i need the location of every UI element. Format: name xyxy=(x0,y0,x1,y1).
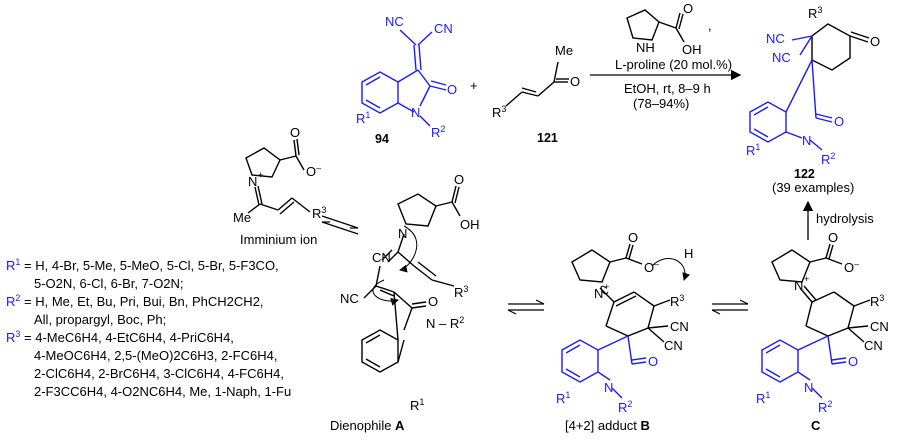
nc-122: NC xyxy=(766,31,785,46)
o-imminium: O xyxy=(290,125,300,140)
r1-adduct: R1 xyxy=(556,390,570,406)
compound-94 xyxy=(361,29,447,127)
r1-122: R1 xyxy=(746,142,760,158)
r1-c: R1 xyxy=(756,390,770,406)
dienophile-a xyxy=(381,185,461,287)
r3-definition-cont-1: 4-MeOC6H4, 2,5-(MeO)2C6H3, 2-FC6H4, xyxy=(34,348,277,363)
o-121: O xyxy=(570,74,580,89)
r1-definition-cont: 5-O2N, 6-Cl, 6-Br, 7-O2N; xyxy=(34,276,184,291)
cn-upper-dienophile: CN xyxy=(372,250,391,265)
n-adduct: N xyxy=(594,286,603,301)
me-imminium: Me xyxy=(233,210,251,225)
n-charge-c: + xyxy=(804,274,809,284)
equilibrium-arrow-2 xyxy=(507,299,545,315)
equilibrium-arrow-1 xyxy=(321,215,359,235)
cn-left-94: NC xyxy=(385,14,404,29)
carbonyl-o-94: O xyxy=(447,82,457,97)
n-charge-imminium: + xyxy=(258,170,263,180)
equilibrium-arrow-3 xyxy=(711,299,749,315)
cn-adduct-1: CN xyxy=(670,319,689,334)
n-94: N xyxy=(411,105,420,120)
r3-121: R3 xyxy=(492,104,506,120)
substituent-legend: R1 = H, 4-Br, 5-Me, 5-MeO, 5-Cl, 5-Br, 5… xyxy=(6,257,291,399)
hydrolysis-label: hydrolysis xyxy=(816,211,874,226)
o-minus-imminium: O– xyxy=(306,163,321,179)
n-dienophile: N xyxy=(398,226,407,241)
r3-definition: R3 = 4-MeC6H4, 4-EtC6H4, 4-PriC6H4, xyxy=(6,329,234,345)
cn-adduct-2: CN xyxy=(664,338,683,353)
product-122 xyxy=(749,23,870,151)
o-lactam-c: O xyxy=(848,354,858,369)
dienophile-oxindole xyxy=(361,265,427,373)
cn-c-1: CN xyxy=(870,319,889,334)
n-oxindole-adduct: N xyxy=(604,380,613,395)
nh-proline: NH xyxy=(636,40,655,55)
h-adduct: H xyxy=(684,246,693,261)
plus-sign: + xyxy=(470,78,478,93)
n-charge-adduct: + xyxy=(604,282,609,292)
imminium-ion xyxy=(245,138,311,215)
nc-dienophile: NC xyxy=(340,291,359,306)
o-adduct: O xyxy=(628,230,638,245)
n-oxindole-dienophile: N – R2 xyxy=(426,315,464,331)
conditions-text: EtOH, rt, 8–9 h xyxy=(624,81,711,96)
o-minus-adduct: O– xyxy=(644,259,659,275)
r1-94: R1 xyxy=(356,110,370,126)
o-dienophile: O xyxy=(454,172,464,187)
o-c: O xyxy=(828,230,838,245)
o-proline: O xyxy=(683,1,693,16)
curved-arrow-b2 xyxy=(600,285,609,295)
r2-122: R2 xyxy=(821,151,835,167)
r3-c: R3 xyxy=(870,293,884,309)
r3-definition-cont-2: 2-ClC6H4, 2-BrC6H4, 3-ClC6H4, 4-FC6H4, xyxy=(34,366,284,381)
n-c: N xyxy=(794,278,803,293)
r3-dienophile: R3 xyxy=(454,284,468,300)
r2-c: R2 xyxy=(818,399,832,415)
curved-arrow-a2 xyxy=(372,279,399,306)
label-121: 121 xyxy=(537,131,558,145)
iminium-c xyxy=(761,243,871,399)
oh-dienophile: OH xyxy=(460,217,480,232)
r1-dienophile: R1 xyxy=(410,397,424,413)
c-caption: C xyxy=(811,418,821,433)
examples-count: (39 examples) xyxy=(772,180,854,195)
o-lactam-122: O xyxy=(834,114,844,129)
r2-definition-cont: All, propargyl, Boc, Ph; xyxy=(34,312,166,327)
r3-definition-cont-3: 2-F3CC6H4, 4-O2NC6H4, Me, 1-Naph, 1-Fu xyxy=(34,384,291,399)
o-minus-c: O– xyxy=(844,259,859,275)
curved-arrow-a1 xyxy=(399,225,418,273)
curved-arrow-b1 xyxy=(651,258,691,281)
imminium-label: Imminium ion xyxy=(240,232,317,247)
me-121: Me xyxy=(555,43,573,58)
o-lactam-dienophile: O xyxy=(428,294,438,309)
label-94: 94 xyxy=(375,132,389,146)
r1-definition: R1 = H, 4-Br, 5-Me, 5-MeO, 5-Cl, 5-Br, 5… xyxy=(6,257,279,273)
r3-imminium: R3 xyxy=(312,205,326,221)
yield-text: (78–94%) xyxy=(633,96,689,111)
compound-121 xyxy=(505,61,569,107)
catalyst-text: L-proline (20 mol.%) xyxy=(615,57,732,72)
label-122: 122 xyxy=(794,167,815,181)
proline-catalyst xyxy=(626,9,685,43)
o-lactam-adduct: O xyxy=(648,354,658,369)
adduct-caption: [4+2] adduct B xyxy=(565,418,650,433)
r2-adduct: R2 xyxy=(618,399,632,415)
comma: , xyxy=(708,18,712,33)
oh-proline: OH xyxy=(682,42,702,57)
cn-122: NC xyxy=(772,50,791,65)
o-ketone-122: O xyxy=(870,34,880,49)
r3-adduct: R3 xyxy=(670,293,684,309)
r2-94: R2 xyxy=(431,124,445,140)
n-122: N xyxy=(802,133,811,148)
cn-right-94: CN xyxy=(434,21,453,36)
cn-c-2: CN xyxy=(864,338,883,353)
dienophile-caption: Dienophile A xyxy=(330,418,405,433)
n-oxindole-c: N xyxy=(804,380,813,395)
r2-definition: R2 = H, Me, Et, Bu, Pri, Bui, Bn, PhCH2C… xyxy=(6,293,264,309)
r3-122: R3 xyxy=(808,5,822,21)
n-imminium: N xyxy=(248,174,257,189)
adduct-b xyxy=(561,243,671,399)
